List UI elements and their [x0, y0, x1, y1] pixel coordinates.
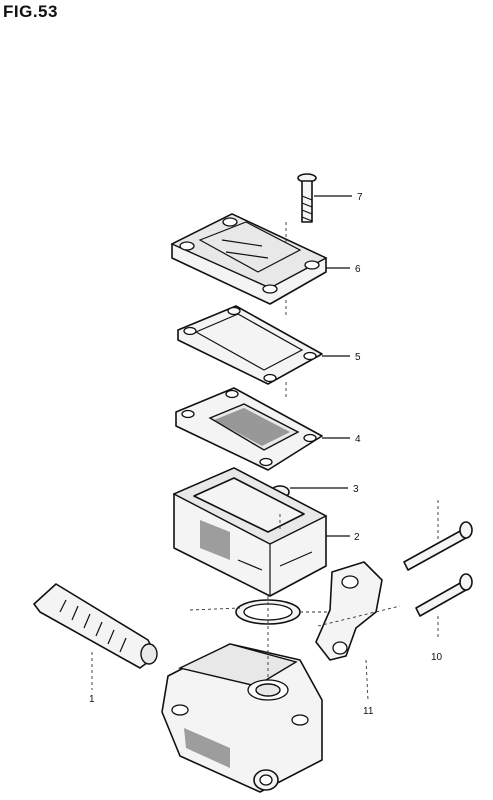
callout-4: 4: [355, 434, 361, 445]
assembly-lines: [91, 222, 439, 701]
part-5-diaphragm: [177, 305, 323, 385]
callout-5: 5: [355, 352, 361, 363]
callout-10: 10: [431, 652, 443, 663]
part-6-cover: [170, 213, 328, 305]
callout-1: 1: [89, 694, 95, 705]
part-11-bracket: [315, 561, 383, 661]
part-1-boot: [33, 583, 158, 669]
master-cylinder-body: [161, 643, 323, 793]
part-7-screw: [297, 173, 317, 223]
callout-11: 11: [363, 706, 374, 717]
callout-3: 3: [353, 484, 359, 495]
callout-2: 2: [354, 532, 360, 543]
part-4-plate: [175, 387, 323, 471]
callout-7: 7: [357, 192, 363, 203]
part-2-reservoir: [172, 467, 328, 597]
callout-6: 6: [355, 264, 361, 275]
part-10-bolts: [403, 521, 473, 617]
figure-title: FIG.53: [3, 2, 58, 21]
callout-leaders: [290, 195, 352, 537]
